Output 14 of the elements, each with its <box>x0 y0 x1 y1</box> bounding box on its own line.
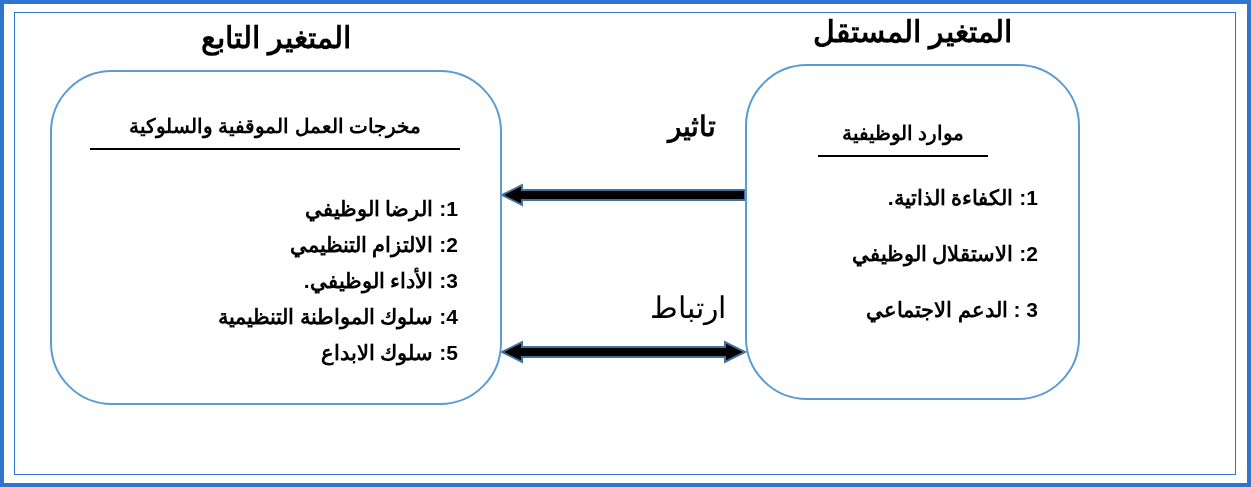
list-item: 3: الأداء الوظيفي. <box>303 269 458 293</box>
variable-heading: المتغير التابع <box>199 20 353 55</box>
arrow <box>499 183 746 207</box>
list-item: 4: سلوك المواطنة التنظيمية <box>217 305 458 329</box>
list-item: 1: الرضا الوظيفي <box>304 197 458 221</box>
list-item: 1: الكفاءة الذاتية. <box>887 186 1038 210</box>
list-item: 2: الاستقلال الوظيفي <box>851 242 1038 266</box>
box-heading: موارد الوظيفية <box>818 121 988 157</box>
list-item: 2: الالتزام التنظيمي <box>289 233 458 257</box>
double-arrow <box>499 340 748 364</box>
list-item: 3 : الدعم الاجتماعي <box>865 298 1038 322</box>
box-heading: مخرجات العمل الموقفية والسلوكية <box>90 114 460 150</box>
list-item: 5: سلوك الابداع <box>320 341 458 365</box>
variable-heading: المتغير المستقل <box>811 14 1014 49</box>
